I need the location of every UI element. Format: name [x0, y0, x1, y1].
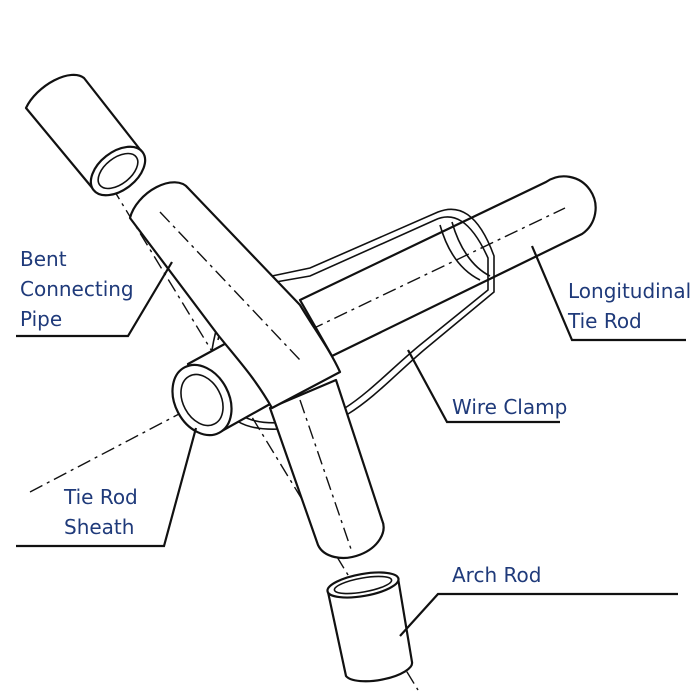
- loose-pipe-top: [24, 73, 147, 197]
- leader-wire-clamp: [407, 349, 560, 424]
- leader-lines: [16, 245, 686, 637]
- tie-rod-sheath: [171, 338, 272, 437]
- label-tie-rod-sheath: Tie Rod Sheath: [63, 485, 144, 539]
- leader-bent-connecting-pipe: [16, 261, 173, 338]
- label-bent-connecting-pipe: Bent Connecting Pipe: [20, 247, 140, 331]
- label-longitudinal-tie-rod: Longitudinal Tie Rod: [567, 279, 698, 333]
- arch-rod-lower-tube: [268, 378, 385, 560]
- leader-longitudinal-tie-rod: [530, 245, 686, 342]
- label-wire-clamp: Wire Clamp: [452, 395, 567, 419]
- bent-connecting-pipe: [128, 181, 342, 410]
- longitudinal-tie-rod: [298, 175, 597, 358]
- leader-tie-rod-sheath: [16, 427, 198, 548]
- label-arch-rod: Arch Rod: [452, 563, 541, 587]
- arch-rod: [326, 571, 414, 683]
- leader-arch-rod: [399, 592, 678, 637]
